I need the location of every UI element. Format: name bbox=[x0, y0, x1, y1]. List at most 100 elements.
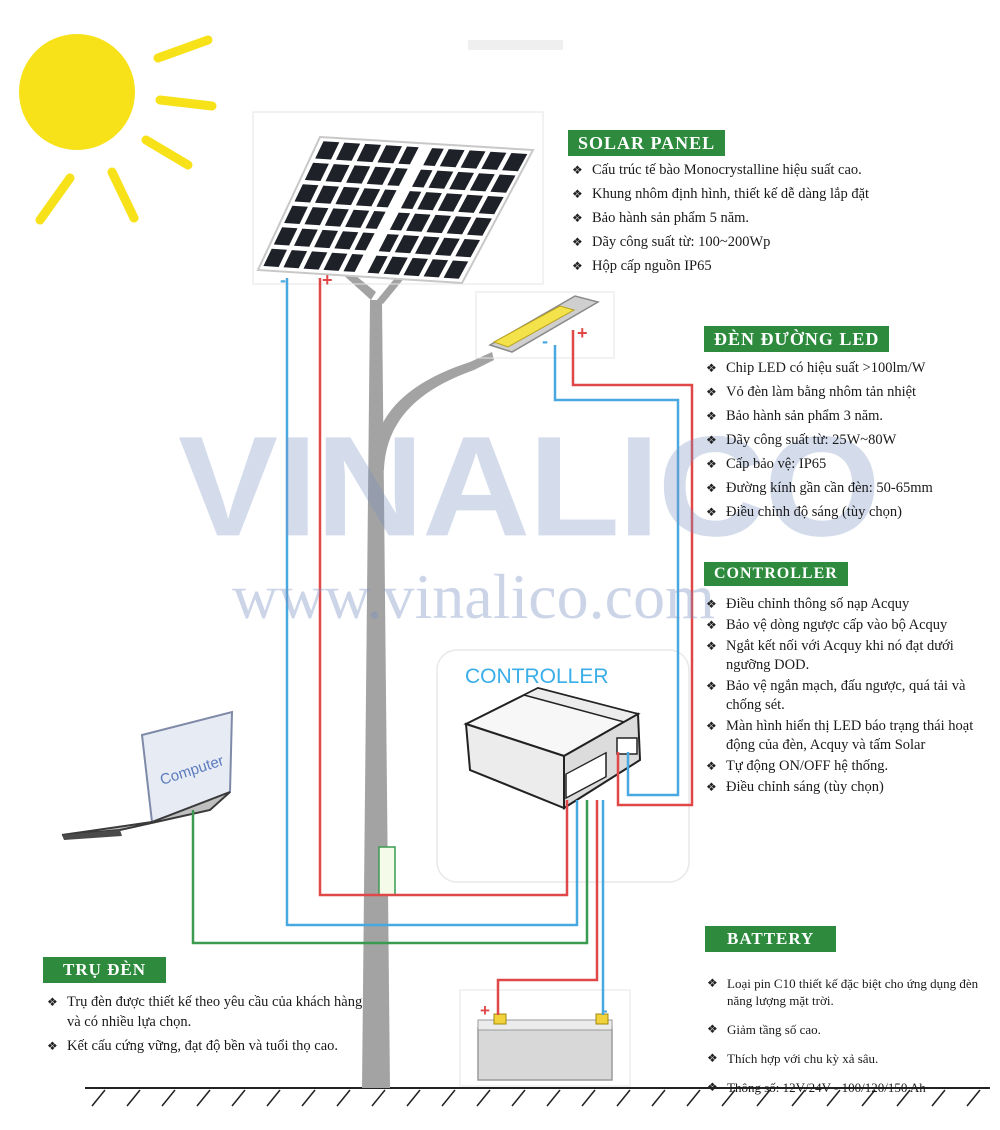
solar-cell bbox=[343, 254, 364, 272]
wire-battery-positive bbox=[496, 800, 599, 1015]
list-item: Kết cấu cứng vững, đạt độ bền và tuổi th… bbox=[45, 1036, 375, 1056]
led-street-lamp bbox=[475, 291, 615, 359]
solar-cell bbox=[325, 164, 350, 183]
wire-lamp-negative bbox=[553, 345, 680, 797]
solar-cell bbox=[469, 173, 495, 192]
solar-cell bbox=[403, 257, 428, 277]
list-item: Bảo hành sản phẩm 3 năm. bbox=[704, 406, 994, 426]
solar-cell bbox=[263, 248, 287, 267]
list-item: Bảo vệ ngắn mạch, đấu ngược, quá tải và … bbox=[704, 677, 996, 715]
solar-cell bbox=[467, 217, 492, 236]
led-light-header: ĐÈN ĐƯỜNG LED bbox=[704, 326, 890, 352]
list-item: Dãy công suất từ: 25W~80W bbox=[704, 430, 994, 450]
controller-frame bbox=[436, 649, 690, 883]
solar-cell bbox=[478, 196, 504, 215]
faint-top-mark bbox=[468, 40, 563, 50]
solar-cell bbox=[412, 169, 433, 188]
solar-cell bbox=[336, 142, 361, 161]
list-item: Bảo vệ dòng ngược cấp vào bộ Acquy bbox=[704, 616, 996, 635]
wire-panel-negative bbox=[285, 278, 579, 927]
solar-cell bbox=[314, 229, 338, 249]
solar-cell bbox=[423, 259, 449, 278]
solar-cell bbox=[304, 162, 329, 181]
list-item: Điều chỉnh thông số nạp Acquy bbox=[704, 595, 996, 614]
solar-panel-header: SOLAR PANEL bbox=[568, 130, 726, 156]
solar-cell bbox=[303, 251, 328, 270]
solar-panel bbox=[252, 111, 544, 285]
solar-cell bbox=[415, 236, 440, 255]
battery-minus-sign: - bbox=[602, 1001, 608, 1020]
solar-cell bbox=[284, 205, 308, 224]
controller-list: Điều chỉnh thông số nạp Acquy Bảo vệ dòn… bbox=[704, 595, 996, 799]
solar-cell bbox=[437, 193, 463, 212]
list-item: Điều chỉnh sáng (tùy chọn) bbox=[704, 778, 996, 797]
solar-cell bbox=[387, 168, 408, 186]
solar-cell bbox=[449, 171, 474, 191]
list-item: Giảm tầng số cao. bbox=[705, 1021, 985, 1038]
solar-cell bbox=[376, 189, 397, 208]
list-item: Dãy công suất từ: 100~200Wp bbox=[570, 232, 980, 252]
solar-cell bbox=[423, 148, 444, 166]
solar-cell bbox=[458, 194, 484, 213]
solar-cell bbox=[324, 208, 349, 227]
wire-lamp-positive bbox=[571, 330, 694, 807]
pole-header: TRỤ ĐÈN bbox=[43, 957, 167, 983]
battery-list: Loại pin C10 thiết kế đặc biệt cho ứng d… bbox=[705, 975, 985, 1108]
list-item: Loại pin C10 thiết kế đặc biệt cho ứng d… bbox=[705, 975, 985, 1009]
list-item: Điều chỉnh độ sáng (tùy chọn) bbox=[704, 502, 994, 522]
list-item: Hộp cấp nguồn IP65 bbox=[570, 256, 980, 276]
solar-cell bbox=[460, 150, 486, 169]
panel-plus-sign: + bbox=[322, 270, 333, 290]
controller-diagram-label: CONTROLLER bbox=[465, 665, 609, 688]
controller-device bbox=[463, 686, 642, 810]
list-item: Đường kính gần cần đèn: 50-65mm bbox=[704, 478, 994, 498]
solar-cell bbox=[394, 235, 420, 254]
solar-cell bbox=[294, 228, 318, 247]
list-item: Ngắt kết nối với Acquy khi nó đạt dưới n… bbox=[704, 637, 996, 675]
solar-cell bbox=[323, 252, 348, 271]
battery-plus-sign: + bbox=[480, 1001, 490, 1020]
list-item: Bảo hành sản phẩm 5 năm. bbox=[570, 208, 980, 228]
list-item: Thích hợp với chu kỳ xả sâu. bbox=[705, 1050, 985, 1067]
solar-cell bbox=[406, 213, 431, 232]
solar-cell bbox=[446, 216, 472, 235]
solar-cell bbox=[389, 212, 411, 231]
list-item: Tự động ON/OFF hệ thống. bbox=[704, 757, 996, 776]
solar-cell bbox=[315, 141, 340, 160]
solar-cell bbox=[283, 250, 308, 269]
junction-box bbox=[378, 846, 396, 896]
list-item: Vỏ đèn làm bằng nhôm tản nhiệt bbox=[704, 382, 994, 402]
solar-cell bbox=[439, 149, 465, 168]
solar-panel-list: Cấu trúc tế bào Monocrystalline hiệu suấ… bbox=[570, 160, 980, 280]
list-item: Thông số: 12V/24V - 100/120/150 Ah bbox=[705, 1079, 985, 1096]
solar-cell bbox=[502, 153, 528, 172]
solar-cell bbox=[315, 185, 339, 204]
solar-cell bbox=[304, 207, 329, 226]
controller-header: CONTROLLER bbox=[704, 562, 848, 586]
solar-cell bbox=[354, 232, 375, 251]
wire-computer bbox=[191, 800, 589, 945]
solar-cell bbox=[334, 231, 359, 250]
solar-cell bbox=[398, 146, 419, 165]
solar-cell bbox=[428, 170, 454, 189]
solar-cell bbox=[435, 237, 460, 256]
solar-cell bbox=[367, 255, 388, 274]
solar-cell bbox=[481, 151, 507, 170]
solar-cell bbox=[356, 143, 382, 163]
solar-cell bbox=[366, 166, 392, 185]
wire-panel-positive bbox=[318, 278, 569, 897]
lamp-minus-sign: - bbox=[542, 331, 548, 351]
led-light-list: Chip LED có hiệu suất >100lm/W Vỏ đèn là… bbox=[704, 358, 994, 526]
solar-cell bbox=[377, 145, 402, 164]
solar-cell bbox=[273, 227, 298, 246]
pole-list: Trụ đèn được thiết kế theo yêu cầu của k… bbox=[45, 992, 375, 1060]
solar-cell bbox=[490, 174, 516, 193]
list-item: Cấp bảo vệ: IP65 bbox=[704, 454, 994, 474]
solar-cell bbox=[426, 214, 451, 234]
lamp-plus-sign: + bbox=[577, 323, 588, 343]
list-item: Trụ đèn được thiết kế theo yêu cầu của k… bbox=[45, 992, 375, 1032]
solar-cell bbox=[365, 211, 386, 229]
battery-icon bbox=[459, 989, 631, 1087]
list-item: Chip LED có hiệu suất >100lm/W bbox=[704, 358, 994, 378]
list-item: Khung nhôm định hình, thiết kế dễ dàng l… bbox=[570, 184, 980, 204]
